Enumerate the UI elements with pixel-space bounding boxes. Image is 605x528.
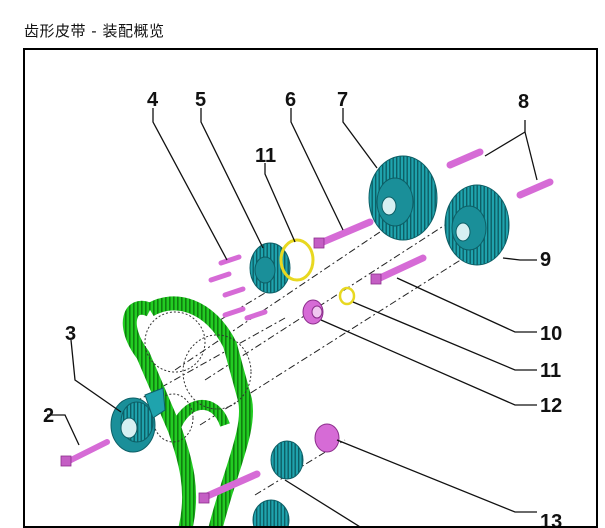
exploded-view-diagram: 2 3 4 5 6 7 8 11 9 10 11 12 13 — [43, 89, 562, 528]
callout-13: 13 — [540, 511, 562, 528]
diagram-frame: 2 3 4 5 6 7 8 11 9 10 11 12 13 — [23, 48, 598, 528]
part-9-cam-gear — [444, 184, 510, 266]
callout-12: 12 — [540, 395, 562, 417]
callout-7: 7 — [337, 89, 348, 111]
part-3-tensioner — [110, 387, 166, 453]
part-8-pins — [446, 148, 554, 199]
callout-2: 2 — [43, 405, 54, 427]
callout-5: 5 — [195, 89, 206, 111]
callout-3: 3 — [65, 323, 76, 345]
part-11-ring-upper — [279, 238, 315, 282]
part-4-bolts — [208, 254, 268, 321]
callout-11-upper: 11 — [255, 145, 276, 167]
part-6-bolt — [313, 218, 374, 249]
leader-lines — [47, 108, 538, 526]
callout-6: 6 — [285, 89, 296, 111]
callout-8: 8 — [518, 91, 529, 113]
assembly-axes — [134, 204, 501, 496]
part-10-bolt — [370, 254, 427, 285]
part-7-cam-gear — [368, 155, 438, 241]
callout-4: 4 — [147, 89, 159, 111]
callout-9: 9 — [540, 249, 551, 271]
part-2-bolt — [60, 439, 110, 467]
callout-11-lower: 11 — [540, 360, 561, 382]
callout-10: 10 — [540, 323, 562, 345]
timing-belt — [122, 296, 253, 526]
page-title: 齿形皮带 - 装配概览 — [24, 22, 165, 40]
lower-rollers — [198, 423, 340, 526]
part-11-ring-lower — [338, 286, 356, 306]
part-12-flange — [302, 299, 324, 325]
